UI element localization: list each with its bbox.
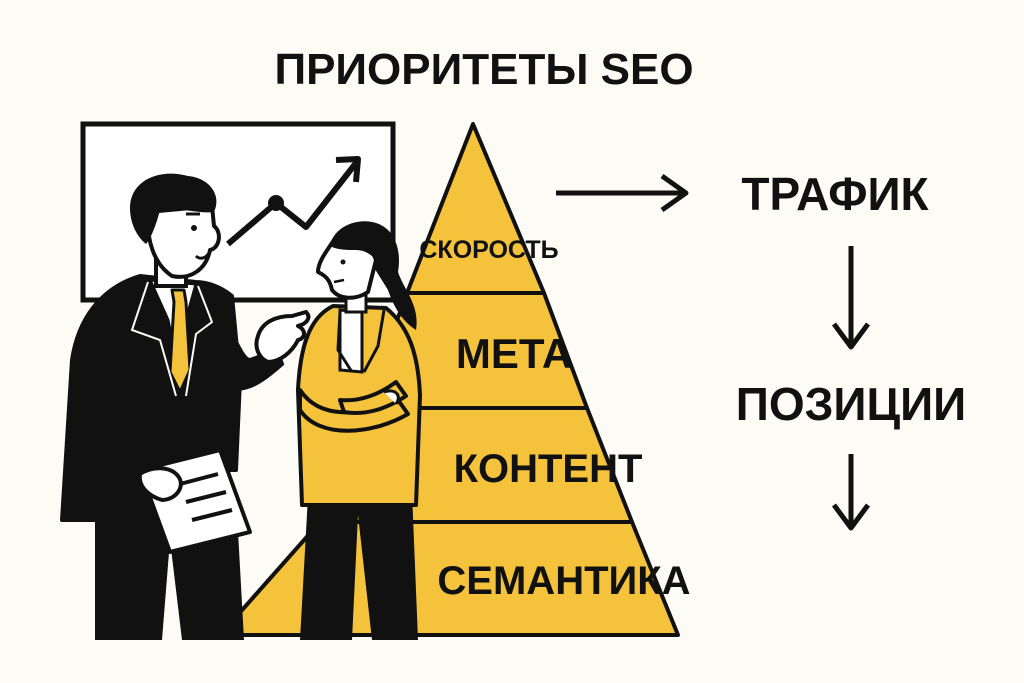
flow-label-positions: ПОЗИЦИИ [736, 378, 966, 430]
arrow-down-icon [831, 454, 871, 531]
flow-label-traffic: ТРАФИК [741, 168, 929, 220]
pyramid-label-semantics: СЕМАНТИКА [437, 559, 690, 603]
pyramid-label-meta: МЕТА [456, 330, 572, 377]
pyramid-label-speed: СКОРОСТЬ [419, 236, 558, 264]
pyramid-tier-1 [405, 122, 546, 295]
page-title: ПРИОРИТЕТЫ SEO [274, 45, 693, 94]
document-icon [137, 448, 252, 554]
pyramid-label-content: КОНТЕНТ [454, 447, 643, 491]
arrow-right-icon [556, 173, 689, 213]
woman-figure [296, 221, 422, 640]
arrow-down-icon [831, 246, 871, 350]
outcome-flow: ТРАФИК ПОЗИЦИИ [556, 168, 966, 531]
trend-up-icon [226, 156, 361, 247]
